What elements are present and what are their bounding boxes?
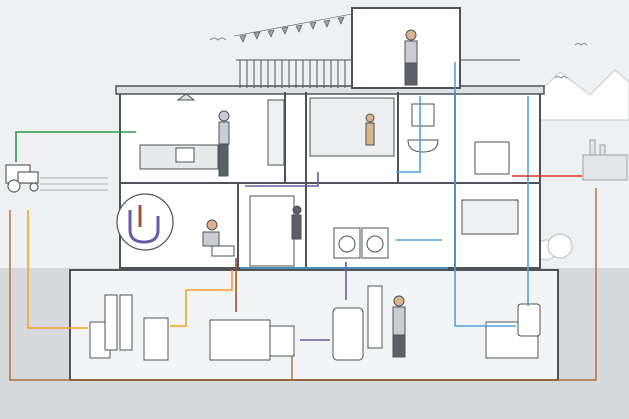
railing-posts (239, 60, 346, 88)
radiator (474, 141, 510, 175)
pump-station (485, 303, 541, 359)
flow-rain-water (27, 210, 233, 329)
basement (69, 269, 559, 381)
person-rooftop (404, 29, 418, 86)
washbasin (407, 103, 439, 153)
flow-green-energy (15, 131, 136, 162)
factory-icon (582, 139, 628, 181)
kitchen (139, 93, 285, 170)
field-rows (40, 177, 108, 191)
window-ground (461, 199, 519, 235)
laundry (333, 227, 389, 259)
tractor-icon (5, 164, 39, 193)
treatment-plant (209, 319, 295, 361)
birds-icon (209, 37, 588, 79)
flow-fresh-water (240, 62, 529, 327)
bunting-flags (233, 13, 353, 43)
flow-grey-water (245, 172, 347, 341)
flow-soil-return (9, 188, 597, 381)
rainwater-tanks (89, 294, 169, 361)
roof-slab (115, 85, 545, 95)
bathroom-shower (309, 97, 395, 157)
greywater-tank (332, 285, 383, 361)
hallway (249, 195, 302, 267)
pipe-magnifier (116, 193, 174, 251)
toilet-room (202, 219, 235, 257)
person-kitchen (218, 110, 230, 177)
person-basement (392, 295, 406, 358)
